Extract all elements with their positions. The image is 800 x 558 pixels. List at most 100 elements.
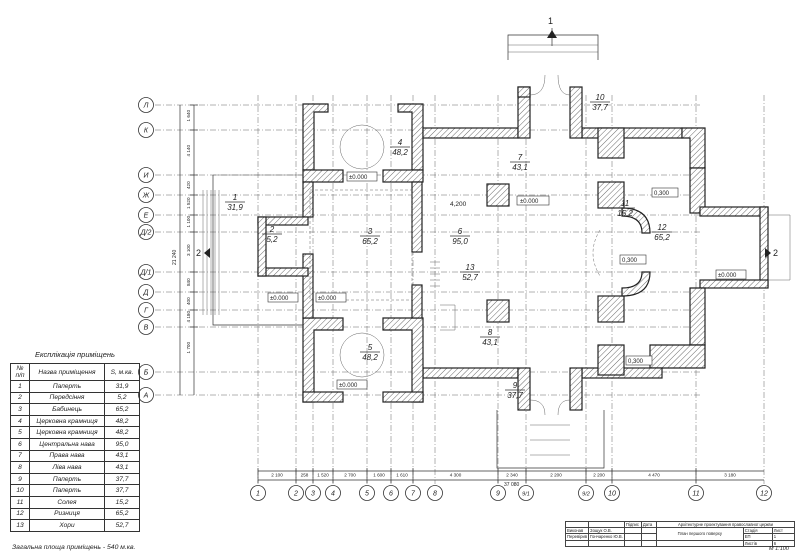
row-area: 52,7 <box>104 519 140 532</box>
row-name: Ризниця <box>29 507 105 521</box>
section-mark-1: 1 <box>548 16 553 26</box>
room-explication: Експлікація приміщень № п/п Назва приміщ… <box>10 350 140 532</box>
sheets-value: 6 <box>771 539 796 547</box>
row-area: 43,1 <box>104 449 140 463</box>
column-axis-label: 5 <box>365 491 369 498</box>
left-dim-value: 840 <box>186 278 191 286</box>
row-axis-marker <box>138 187 154 203</box>
row-axis-label: В <box>144 325 149 332</box>
section-mark-2-left: 2 <box>196 248 201 258</box>
level-east-annex: ±0.000 <box>718 273 737 279</box>
drawing-scale: М 1:100 <box>769 546 789 552</box>
left-dim-value: 1 700 <box>186 342 191 354</box>
row-name: Ліва нава <box>29 461 105 474</box>
room-area: 37,7 <box>507 391 523 400</box>
level-nave: ±0.000 <box>520 199 539 205</box>
row-number: 11 <box>10 495 30 509</box>
row-area: 43,1 <box>104 461 140 474</box>
row-name: Права нава <box>29 449 105 463</box>
header-name: Назва приміщення <box>29 363 105 381</box>
bottom-total-dimension: 37 080 <box>504 482 520 488</box>
row-number: 2 <box>10 391 30 405</box>
room-area: 65,2 <box>654 233 670 242</box>
row-number: 12 <box>10 507 30 521</box>
total-area: Загальна площа приміщень - 540 м.кв. <box>12 544 136 551</box>
room-number: 2 <box>269 225 275 234</box>
column-axis-label: 7 <box>411 491 416 498</box>
bottom-dim-value: 2 200 <box>550 473 562 478</box>
row-axis-label: Е <box>144 213 149 220</box>
column-axis-label: 1 <box>256 491 260 498</box>
room-number: 9 <box>513 381 518 390</box>
dome-circle-south <box>339 332 385 378</box>
row-number: 10 <box>10 484 30 497</box>
column-axis-marker <box>427 485 443 501</box>
sheet-title: План першого поверху <box>655 527 744 541</box>
room-area: 43,1 <box>482 338 498 347</box>
row-axis-marker <box>138 264 154 280</box>
row-axis-label: Г <box>144 308 149 315</box>
header-area: S, м.кв. <box>104 363 140 381</box>
row-axis-marker <box>138 284 154 300</box>
level-room5: ±0.000 <box>339 383 358 389</box>
room-labels: 131,925,2365,2448,2548,2695,0743,1843,19… <box>225 93 672 400</box>
row-name: Паперть <box>29 472 105 486</box>
room-area: 37,7 <box>592 103 608 112</box>
room-area: 15,2 <box>617 209 633 218</box>
col-signature: Підпис <box>623 520 642 529</box>
role-checker: Перевірив <box>564 533 590 541</box>
level-porch1: ±0.000 <box>270 296 289 302</box>
column-axis-label: 6 <box>389 491 393 498</box>
level-marks: ±0.000 ±0.000 4,200 ±0.000 ±0.000 ±0.000… <box>267 171 747 390</box>
left-dim-value: 3 100 <box>186 244 191 256</box>
bottom-dim-value: 3 180 <box>724 473 736 478</box>
row-number: 7 <box>10 449 30 463</box>
bottom-dim-value: 258 <box>301 473 309 478</box>
column-axis-label: 8 <box>433 491 437 498</box>
row-name: Солея <box>29 495 105 509</box>
row-area: 5,2 <box>104 391 140 405</box>
header-number: № п/п <box>10 363 30 381</box>
row-axis-label: Ж <box>142 193 150 200</box>
bottom-dim-value: 2 340 <box>506 473 518 478</box>
row-axis-label: К <box>144 128 149 135</box>
row-number: 4 <box>10 414 30 428</box>
column-axis-marker <box>688 485 704 501</box>
building-walls <box>257 86 769 411</box>
row-axis-label: Л <box>143 103 149 110</box>
left-dim-value: 4 180 <box>186 311 191 323</box>
room-area: 5,2 <box>266 235 278 244</box>
column-axis-label: 4 <box>331 491 335 498</box>
level-room12: 0,300 <box>654 191 670 197</box>
room-area: 52,7 <box>462 273 478 282</box>
room-area: 48,2 <box>362 353 378 362</box>
column-axis-marker <box>490 485 506 501</box>
room-number: 4 <box>398 138 403 147</box>
row-area: 65,2 <box>104 403 140 416</box>
level-choir: 4,200 <box>450 201 467 208</box>
bottom-dim-value: 1 610 <box>396 473 408 478</box>
room-area: 48,2 <box>392 148 408 157</box>
column-axis-label: 9/1 <box>522 492 530 498</box>
room-number: 6 <box>458 227 463 236</box>
bottom-dim-value: 1 600 <box>373 473 385 478</box>
level-room4: ±0.000 <box>349 175 368 181</box>
row-name: Передсіння <box>29 391 105 405</box>
column-axis-label: 12 <box>760 491 768 498</box>
room-number: 12 <box>658 223 667 232</box>
column-axis-label: 3 <box>311 491 315 498</box>
room-number: 1 <box>233 193 237 202</box>
room-number: 10 <box>596 93 605 102</box>
row-axis-label: А <box>143 393 149 400</box>
bottom-dim-value: 4 300 <box>450 473 462 478</box>
level-sacristy-south: 0,300 <box>628 359 644 365</box>
column-axis-label: 11 <box>692 491 699 498</box>
